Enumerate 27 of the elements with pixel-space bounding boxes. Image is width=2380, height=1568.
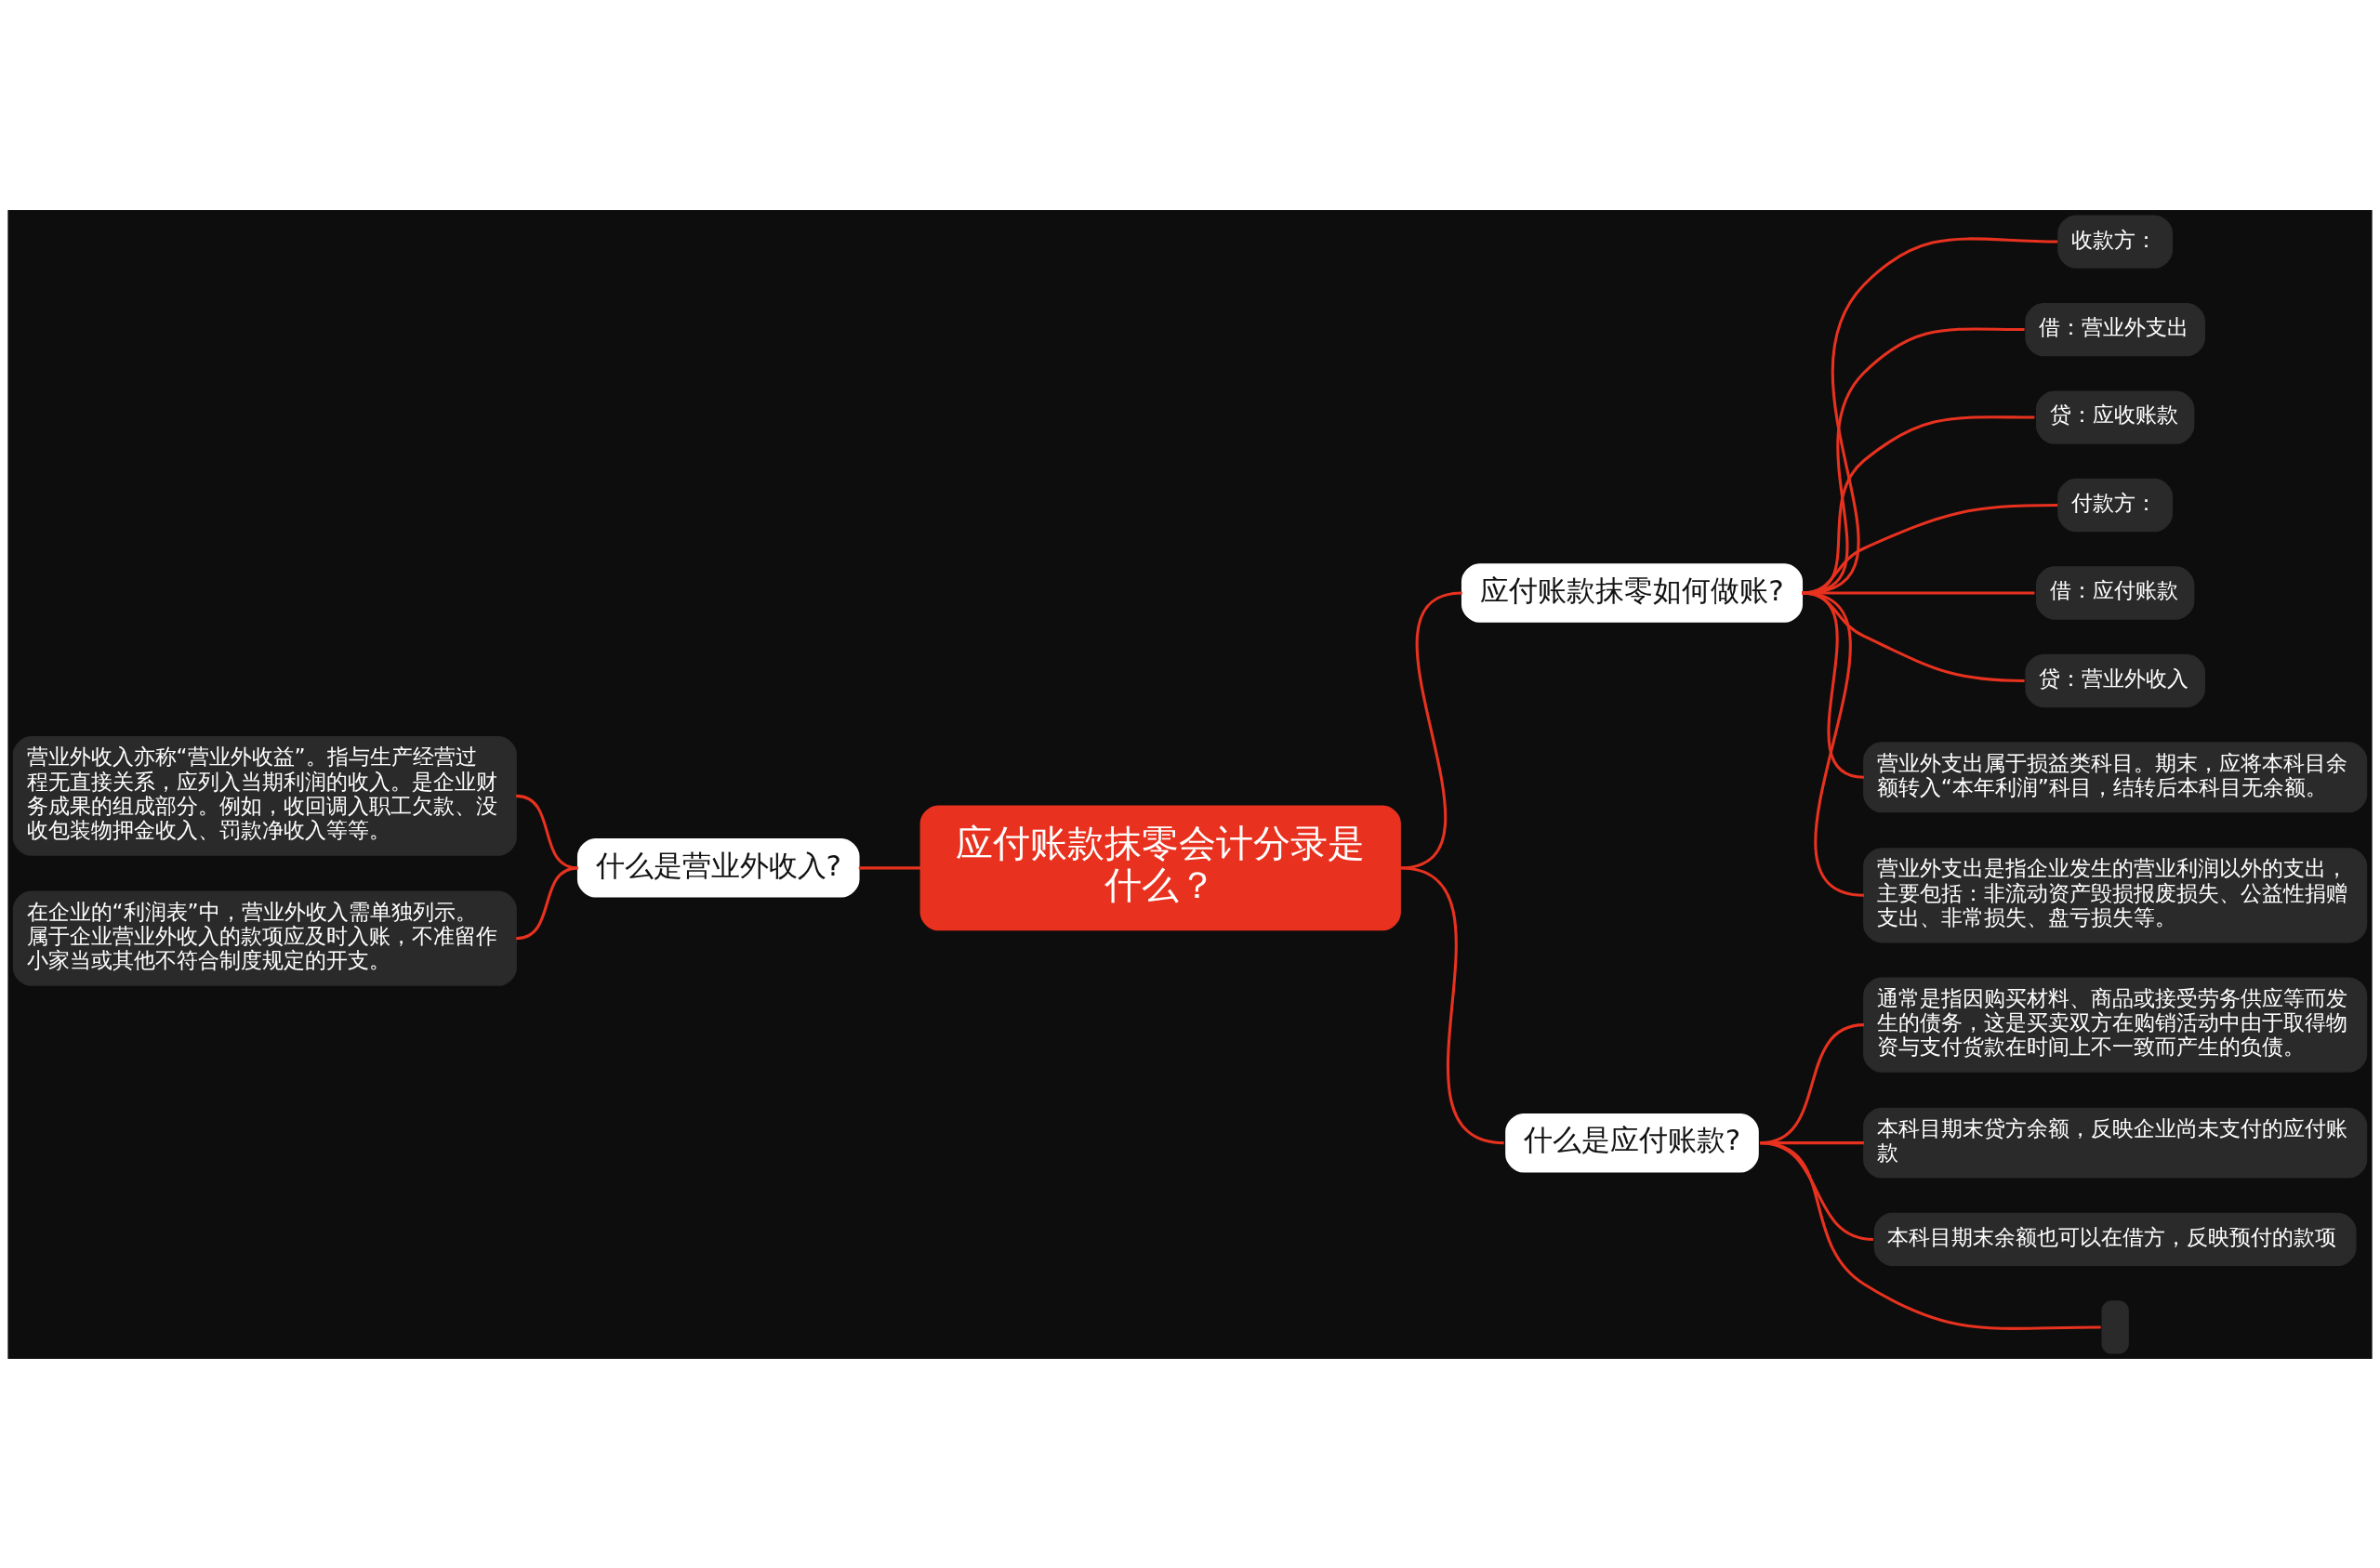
node-box: 本科目期末贷方余额，反映企业尚未支付的应付账款: [1863, 1107, 2368, 1179]
node-box: 在企业的“利润表”中，营业外收入需单独列示。属于企业营业外收入的款项应及时入账，不准留作小家当或其他不符合制度规定的开支。: [12, 890, 517, 986]
node-box: 应付账款抹零如何做账?: [1461, 562, 1804, 623]
node-box: 付款方：: [2057, 478, 2174, 532]
node-box: 营业外支出属于损益类科目。期末，应将本科目余额转入“本年利润”科目，结转后本科目无余额。: [1863, 741, 2368, 812]
connector: [1802, 236, 2058, 595]
connector: [1760, 1140, 2101, 1330]
node-box: 营业外收入亦称“营业外收益”。指与生产经营过程无直接关系，应列入当期利润的收入。是企业财务成果的组成部分。例如，收回调入职工欠款、没收包装物押金收入、罚款净收入等等。: [12, 735, 517, 856]
node-box: 通常是指因购买材料、商品或接受劳务供应等而发生的债务，这是买卖双方在购销活动中由于取得物资与支付货款在时间上不一致而产生的负债。: [1863, 977, 2368, 1073]
connector: [858, 865, 921, 869]
node-box: 贷：应收账款: [2035, 389, 2195, 444]
node-box: 收款方：: [2057, 214, 2174, 269]
node-box: [2101, 1299, 2129, 1354]
node-box: 贷：营业外收入: [2025, 653, 2205, 707]
node-box: 借：应付账款: [2035, 565, 2195, 620]
connector: [1399, 865, 1504, 1144]
node-box: 借：营业外支出: [2025, 302, 2205, 356]
node-box: 应付账款抹零会计分录是什么？: [919, 804, 1401, 930]
connector: [1802, 590, 2035, 595]
node-box: 营业外支出是指企业发生的营业利润以外的支出，主要包括：非流动资产毁损报废损失、公益性捐赠支出、非常损失、盘亏损失等。: [1863, 847, 2368, 942]
connector: [515, 865, 578, 940]
node-box: 什么是营业外收入?: [576, 837, 860, 898]
connector: [1802, 503, 2058, 595]
connector: [1801, 591, 1865, 897]
node-box: 本科目期末余额也可以在借方，反映预付的款项: [1873, 1212, 2357, 1266]
node-box: 什么是应付账款?: [1505, 1113, 1759, 1172]
connector: [1802, 415, 2035, 595]
